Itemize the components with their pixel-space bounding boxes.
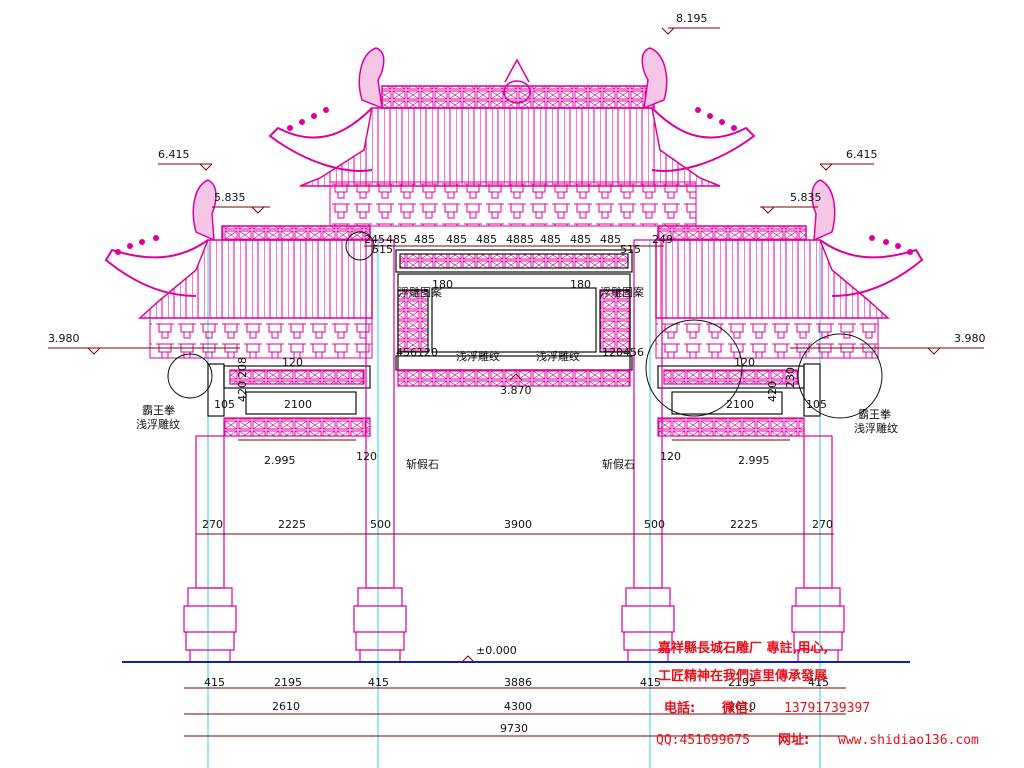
svg-text:浅浮雕纹: 浅浮雕纹	[854, 421, 898, 435]
svg-text:3900: 3900	[504, 518, 532, 531]
svg-text:5.835: 5.835	[790, 191, 822, 204]
svg-text:230: 230	[784, 367, 797, 388]
svg-text:249: 249	[652, 233, 673, 246]
svg-text:180: 180	[570, 278, 591, 291]
svg-text:500: 500	[644, 518, 665, 531]
svg-text:浅浮雕纹: 浅浮雕纹	[536, 349, 580, 363]
svg-text:485: 485	[540, 233, 561, 246]
svg-text:415: 415	[204, 676, 225, 689]
svg-text:工匠精神在我們這里傳承發展: 工匠精神在我們這里傳承發展	[658, 668, 828, 684]
svg-text:斩假石: 斩假石	[406, 457, 439, 471]
svg-text:105: 105	[806, 398, 827, 411]
main-roof	[268, 47, 756, 227]
svg-text:485: 485	[570, 233, 591, 246]
svg-text:4885: 4885	[506, 233, 534, 246]
svg-text:2100: 2100	[726, 398, 754, 411]
svg-text:浅浮雕纹: 浅浮雕纹	[136, 417, 180, 431]
svg-text:3.870: 3.870	[500, 384, 532, 397]
svg-text:4300: 4300	[504, 700, 532, 713]
svg-text:3.980: 3.980	[48, 332, 80, 345]
svg-text:浅浮雕纹: 浅浮雕纹	[456, 349, 500, 363]
svg-text:2.995: 2.995	[264, 454, 296, 467]
top-row-dims: 245 485 485 485 485 4885 485 485 485 249…	[364, 233, 673, 256]
svg-text:2610: 2610	[272, 700, 300, 713]
svg-text:浮雕图案: 浮雕图案	[600, 285, 644, 299]
svg-text:网址:: 网址:	[778, 732, 809, 748]
svg-text:270: 270	[202, 518, 223, 531]
svg-text:270: 270	[812, 518, 833, 531]
svg-text:9730: 9730	[500, 722, 528, 735]
company-watermark: 嘉祥縣長城石雕厂 專註,用心, 工匠精神在我們這里傳承發展 电話: 微信: 13…	[656, 640, 979, 748]
svg-text:456120: 456120	[396, 346, 438, 359]
bottom-dims: 415 2195 415 3886 415 2195 415 2610 4300…	[204, 676, 829, 735]
structure	[207, 249, 821, 437]
svg-text:2100: 2100	[284, 398, 312, 411]
svg-text:2225: 2225	[278, 518, 306, 531]
svg-text:斩假石: 斩假石	[602, 457, 635, 471]
svg-text:3.980: 3.980	[954, 332, 986, 345]
svg-text:208: 208	[236, 357, 249, 378]
svg-text:2195: 2195	[728, 676, 756, 689]
elevation-texts: 8.195 6.415 6.415 5.835 5.835 3.980 3.98…	[48, 12, 986, 657]
svg-text:霸王拳: 霸王拳	[142, 403, 175, 417]
svg-text:2195: 2195	[274, 676, 302, 689]
svg-text:8.195: 8.195	[676, 12, 708, 25]
svg-text:嘉祥縣長城石雕厂 專註,用心,: 嘉祥縣長城石雕厂 專註,用心,	[657, 640, 828, 656]
svg-text:www.shidiao136.com: www.shidiao136.com	[838, 733, 979, 748]
svg-text:415: 415	[640, 676, 661, 689]
dimension-lines	[184, 245, 846, 737]
svg-text:415: 415	[368, 676, 389, 689]
svg-text:120: 120	[660, 450, 681, 463]
svg-text:420: 420	[766, 381, 779, 402]
svg-text:485: 485	[386, 233, 407, 246]
svg-text:浮雕图案: 浮雕图案	[398, 285, 442, 299]
svg-text:515: 515	[372, 243, 393, 256]
span-dims: 270 2225 500 3900 500 2225 270	[202, 518, 833, 531]
svg-text:5.835: 5.835	[214, 191, 246, 204]
svg-text:180: 180	[432, 278, 453, 291]
svg-text:485: 485	[446, 233, 467, 246]
svg-text:6.415: 6.415	[158, 148, 190, 161]
svg-text:500: 500	[370, 518, 391, 531]
columns	[183, 239, 845, 663]
svg-text:120: 120	[734, 356, 755, 369]
svg-text:2610: 2610	[728, 700, 756, 713]
svg-text:485: 485	[476, 233, 497, 246]
svg-text:105: 105	[214, 398, 235, 411]
detail-dims: 180 180 456120 120456 2100 2100 120 120 …	[214, 278, 827, 467]
svg-text:2.995: 2.995	[738, 454, 770, 467]
svg-text:515: 515	[620, 243, 641, 256]
elevation-markers	[48, 27, 984, 663]
svg-text:120: 120	[282, 356, 303, 369]
svg-text:13791739397: 13791739397	[784, 701, 870, 716]
svg-text:245: 245	[364, 233, 385, 246]
svg-text:485: 485	[414, 233, 435, 246]
svg-text:6.415: 6.415	[846, 148, 878, 161]
side-roof-right	[655, 179, 924, 359]
svg-text:QQ:451699675: QQ:451699675	[656, 733, 750, 748]
annotation-labels: 浮雕图案 浮雕图案 浅浮雕纹 浅浮雕纹 霸王拳 浅浮雕纹 霸王拳 浅浮雕纹 斩假…	[136, 285, 898, 471]
svg-text:微信:: 微信:	[721, 700, 753, 716]
svg-text:2225: 2225	[730, 518, 758, 531]
svg-text:电話:: 电話:	[664, 700, 695, 716]
svg-text:485: 485	[600, 233, 621, 246]
svg-text:±0.000: ±0.000	[476, 644, 517, 657]
svg-text:120: 120	[356, 450, 377, 463]
svg-text:120456: 120456	[602, 346, 644, 359]
side-roof-left	[104, 179, 373, 359]
svg-text:霸王拳: 霸王拳	[858, 407, 891, 421]
svg-text:3886: 3886	[504, 676, 532, 689]
svg-text:415: 415	[808, 676, 829, 689]
svg-text:420: 420	[236, 381, 249, 402]
